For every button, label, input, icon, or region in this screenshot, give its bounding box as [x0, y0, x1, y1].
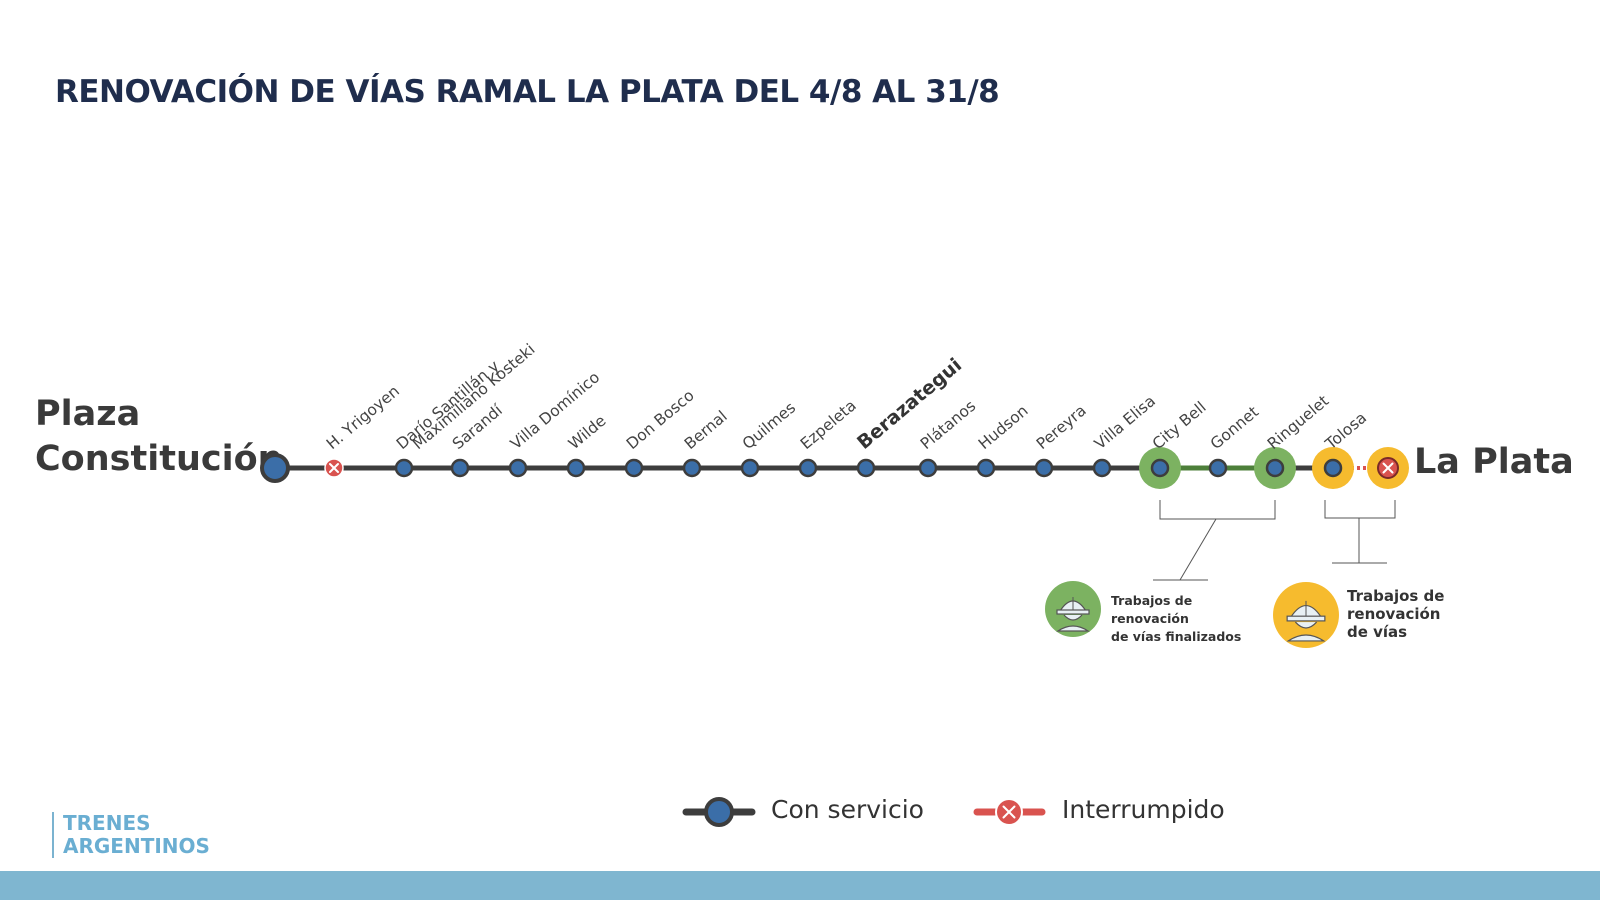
station-label: Hudson: [975, 402, 1032, 454]
station-node: [1323, 458, 1343, 478]
origin-line2: Constitución: [35, 439, 283, 479]
destination-terminal-label: La Plata: [1414, 442, 1574, 482]
station-node: [918, 458, 938, 478]
close-icon: [329, 463, 339, 473]
finished-works-note: Trabajos de renovación de vías finalizad…: [1111, 592, 1271, 646]
station-node: [976, 458, 996, 478]
ongoing-works-bracket: [1324, 500, 1396, 519]
station-label: Ezpeleta: [797, 396, 860, 453]
station-node: [394, 458, 414, 478]
origin-terminal-label: Plaza Constitución: [35, 392, 283, 482]
finished-works-worker-icon: [1063, 614, 1083, 621]
station-node: [508, 458, 528, 478]
station-label: Pereyra: [1033, 401, 1090, 453]
finished-works-note-line2: de vías finalizados: [1111, 629, 1242, 644]
station-label: Plátanos: [917, 397, 979, 453]
page-title: RENOVACIÓN DE VÍAS RAMAL LA PLATA DEL 4/…: [55, 74, 1000, 110]
station-node: [1265, 458, 1285, 478]
legend-service-icon: [704, 797, 734, 827]
station-label: Wilde: [565, 412, 609, 453]
finished-works-worker-icon: [1056, 625, 1090, 632]
station-label: H. Yrigoyen: [323, 382, 403, 453]
origin-line1: Plaza: [35, 394, 141, 434]
ongoing-works-note-line1: Trabajos de: [1347, 587, 1445, 605]
station-node: [624, 458, 644, 478]
station-label: Tolosa: [1321, 409, 1370, 454]
ongoing-works-worker-icon: [1286, 634, 1326, 642]
station-label: Berazategui: [853, 354, 966, 454]
station-node: [740, 458, 760, 478]
finished-works-bracket: [1159, 500, 1276, 520]
station-node: [856, 458, 876, 478]
finished-works-bracket: [1179, 518, 1217, 581]
ongoing-works-note-line3: de vías: [1347, 623, 1408, 641]
station-label: Gonnet: [1207, 403, 1262, 453]
station-node: [1034, 458, 1054, 478]
station-node: [450, 458, 470, 478]
station-node: [1092, 458, 1112, 478]
station-node: [682, 458, 702, 478]
station-label: Bernal: [681, 407, 731, 453]
ongoing-works-note: Trabajos de renovación de vías: [1347, 587, 1477, 641]
station-node: [566, 458, 586, 478]
legend-interrupted-label: Interrumpido: [1062, 795, 1225, 824]
ongoing-works-note-line2: renovación: [1347, 605, 1441, 623]
brand-line1: TRENES: [63, 811, 151, 835]
brand-line2: ARGENTINOS: [63, 834, 210, 858]
station-label: Ringuelet: [1264, 392, 1332, 453]
station-node: [1208, 458, 1228, 478]
origin-station-node: [260, 453, 290, 483]
station-label: Villa Elisa: [1091, 392, 1159, 453]
station-label: Quilmes: [739, 399, 799, 454]
legend-service-label: Con servicio: [771, 795, 924, 824]
finished-works-worker-icon: [1056, 609, 1090, 615]
finished-works-note-line1: Trabajos de renovación: [1111, 593, 1193, 626]
ongoing-works-worker-icon: [1294, 621, 1318, 629]
brand-logo: TRENES ARGENTINOS: [52, 812, 210, 858]
ongoing-works-worker-icon: [1286, 615, 1326, 622]
close-icon: [1002, 805, 1016, 819]
footer-bar: [0, 871, 1600, 900]
station-node: [798, 458, 818, 478]
close-icon: [1382, 462, 1394, 474]
station-node: [1150, 458, 1170, 478]
